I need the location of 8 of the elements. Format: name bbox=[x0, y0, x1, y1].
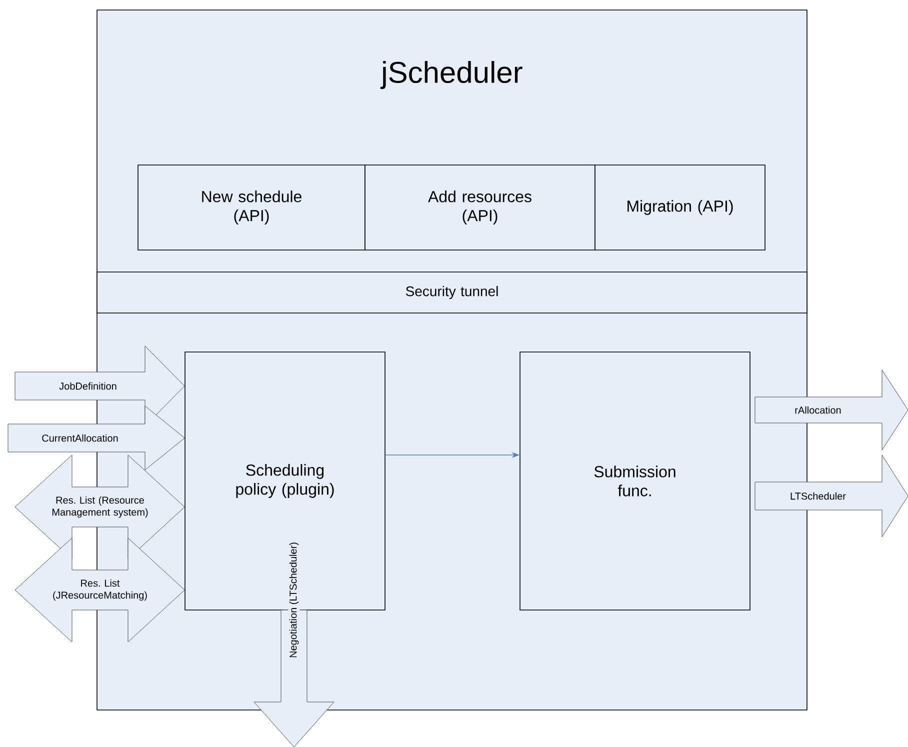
api-box: New schedule (API) bbox=[138, 164, 366, 250]
block-arrow bbox=[754, 454, 908, 538]
api-box: Add resources (API) bbox=[364, 164, 596, 250]
edge-label: Negotiation (LTScheduler) bbox=[288, 541, 300, 659]
tunnel-band: Security tunnel bbox=[96, 272, 808, 314]
module-box: Submission func. bbox=[520, 352, 750, 610]
api-box: Migration (API) bbox=[594, 164, 766, 250]
block-arrow bbox=[754, 370, 908, 450]
